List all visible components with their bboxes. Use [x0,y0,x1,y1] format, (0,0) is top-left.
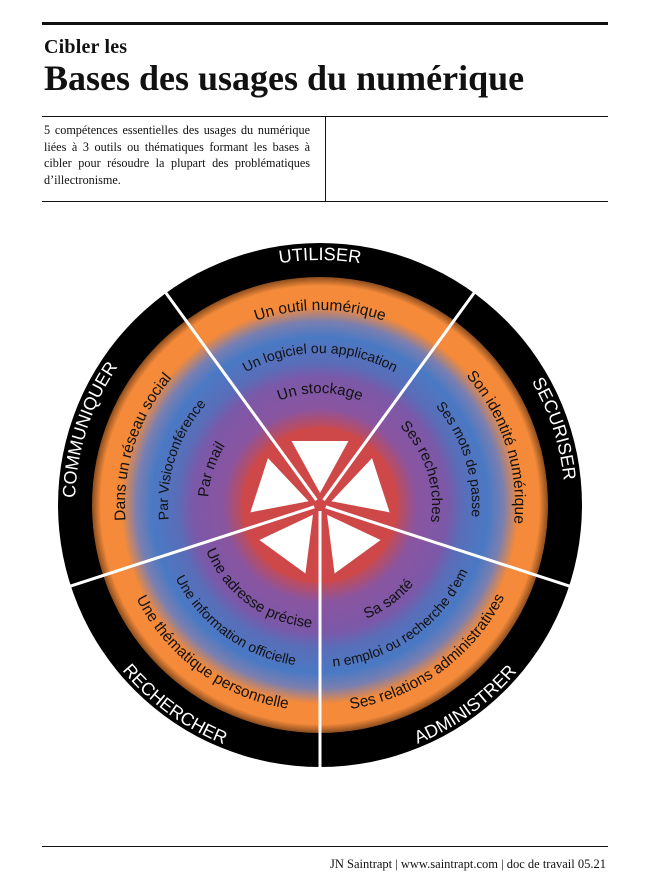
sector-divider [325,505,573,589]
footer-credits: JN Saintrapt | www.saintrapt.com | doc d… [329,857,606,871]
sector-divider [67,505,315,589]
center-triangle [327,514,381,574]
sector-divider [163,289,318,502]
center-triangle [259,514,313,574]
description: 5 compétences essentielles des usages du… [44,123,310,187]
kicker: Cibler les [44,36,128,58]
center-triangle [331,458,390,513]
title-rule [42,116,608,117]
footer-rule [42,846,608,847]
center-triangle [250,458,309,513]
center-triangle [291,441,349,493]
sector-divider [322,289,477,502]
top-rule [42,22,608,25]
center-triangles [250,441,390,574]
description-rule [42,201,608,202]
sector-dividers [67,289,573,770]
page-title: Bases des usages du numérique [44,58,525,98]
sector-label-competence: UTILISER [277,244,362,267]
description-column-divider [325,117,326,201]
